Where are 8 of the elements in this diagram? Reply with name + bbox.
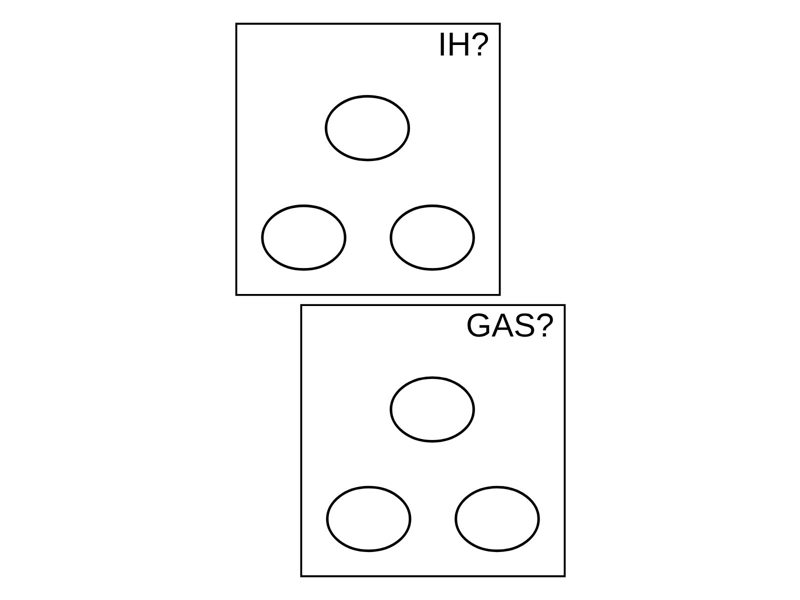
node-circle [389,376,474,443]
node-circle [326,486,411,552]
node-circle [389,204,474,271]
cluster: GAS? [300,304,566,578]
node-circle [454,486,540,552]
node-circle [260,204,346,271]
node-circle [324,95,410,162]
cluster: IH? [234,22,500,296]
